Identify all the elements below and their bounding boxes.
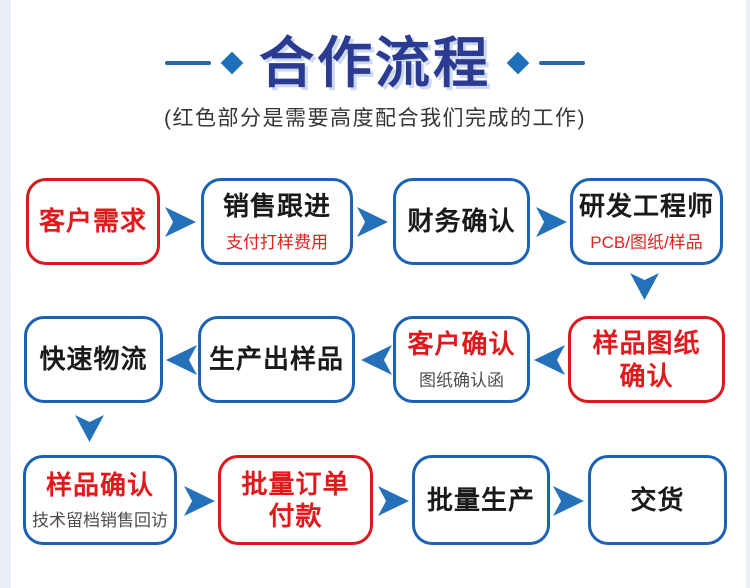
page-subtitle: (红色部分是需要高度配合我们完成的工作) — [164, 107, 586, 130]
step-label: 样品确认 — [45, 469, 154, 500]
title-rule-left — [164, 61, 211, 65]
step-sales-follow-up: 销售跟进 支付打样费用 — [201, 178, 353, 265]
step-finance-confirm: 财务确认 — [393, 178, 530, 265]
title-rule-right — [539, 61, 585, 65]
arrow-down-icon — [630, 273, 659, 300]
step-fast-logistics: 快速物流 — [24, 316, 163, 403]
step-customer-demand: 客户需求 — [26, 178, 160, 265]
arrow-left-icon — [534, 345, 565, 375]
step-sublabel: 技术留档销售回访 — [32, 511, 168, 531]
step-label: 销售跟进 — [222, 191, 331, 222]
step-label: 客户需求 — [38, 206, 147, 237]
arrow-left-icon — [361, 345, 392, 375]
step-produce-sample: 生产出样品 — [198, 316, 355, 403]
arrow-right-icon — [378, 486, 409, 516]
title-bar: 合作流程 — [0, 28, 750, 98]
page-edge-left — [0, 0, 11, 588]
step-customer-confirm: 客户确认 图纸确认函 — [393, 316, 530, 403]
page-edge-right — [746, 0, 750, 588]
arrow-down-icon — [75, 415, 104, 442]
step-sublabel: PCB/图纸/样品 — [590, 232, 703, 252]
diamond-icon — [506, 51, 530, 75]
diamond-icon — [220, 51, 244, 75]
arrow-right-icon — [357, 207, 388, 237]
step-bulk-order-payment: 批量订单付款 — [218, 455, 373, 545]
step-label: 客户确认 — [407, 329, 516, 360]
step-label: 快速物流 — [39, 344, 148, 375]
arrow-left-icon — [166, 345, 197, 375]
arrow-right-icon — [165, 207, 196, 237]
step-label: 生产出样品 — [208, 344, 344, 375]
arrow-right-icon — [536, 207, 567, 237]
step-delivery: 交货 — [588, 455, 727, 545]
step-sublabel: 图纸确认函 — [419, 370, 504, 390]
step-label: 批量订单付款 — [241, 468, 350, 532]
arrow-right-icon — [553, 486, 584, 516]
step-rd-engineer: 研发工程师 PCB/图纸/样品 — [570, 178, 723, 265]
step-label: 财务确认 — [407, 206, 516, 237]
step-sublabel: 支付打样费用 — [226, 232, 328, 252]
step-label: 交货 — [630, 484, 685, 515]
arrow-right-icon — [184, 486, 215, 516]
page-title: 合作流程 — [258, 31, 491, 94]
step-label: 样品图纸确认 — [592, 328, 701, 391]
step-label: 批量生产 — [426, 484, 535, 515]
step-bulk-production: 批量生产 — [412, 455, 550, 545]
step-sample-confirm: 样品确认 技术留档销售回访 — [23, 455, 177, 545]
step-label: 研发工程师 — [578, 191, 714, 222]
step-sample-drawing-confirm: 样品图纸确认 — [568, 316, 725, 403]
